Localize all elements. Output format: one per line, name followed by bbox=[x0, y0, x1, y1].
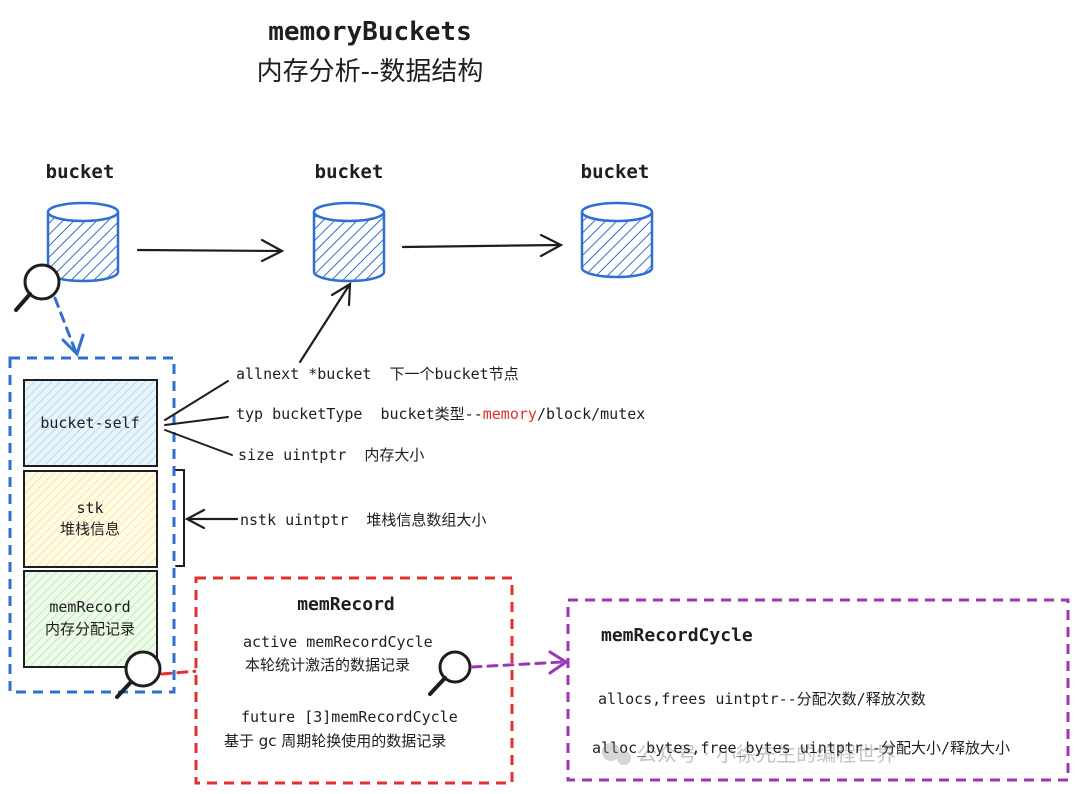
watermark: 公众号 · 小徐先生的编程世界 bbox=[602, 742, 896, 766]
next-arrow bbox=[401, 233, 564, 258]
stk-bracket bbox=[175, 469, 185, 567]
magnifier-icon bbox=[115, 650, 162, 699]
bucket-cylinder bbox=[580, 201, 654, 279]
diagram-subtitle: 内存分析--数据结构 bbox=[257, 57, 484, 87]
watermark-text: 公众号 · 小徐先生的编程世界 bbox=[637, 742, 896, 766]
typ-field-prefix: typ bucketType bucket类型-- bbox=[236, 405, 483, 423]
typ-field-highlight: memory bbox=[483, 405, 537, 423]
stk-section bbox=[23, 470, 158, 568]
next-arrow bbox=[136, 238, 285, 263]
bucket-cylinder bbox=[46, 201, 120, 283]
bucket-self-section bbox=[23, 379, 158, 467]
active-field-desc: 本轮统计激活的数据记录 bbox=[245, 656, 410, 674]
diagram-title: memoryBuckets bbox=[268, 17, 472, 47]
memrecordcycle-box bbox=[566, 598, 1070, 782]
memrecord-section bbox=[23, 570, 158, 668]
stk-sublabel: 堆栈信息 bbox=[60, 520, 120, 538]
memrecord-title: memRecord bbox=[297, 594, 395, 615]
magnifier-icon bbox=[14, 263, 61, 312]
wechat-icon bbox=[602, 743, 620, 761]
nstk-field: nstk uintptr 堆栈信息数组大小 bbox=[240, 511, 486, 529]
size-field: size uintptr 内存大小 bbox=[238, 446, 424, 464]
magnifier-icon bbox=[428, 650, 472, 696]
future-field: future [3]memRecordCycle bbox=[241, 708, 458, 726]
typ-field-suffix: /block/mutex bbox=[537, 405, 645, 423]
active-field: active memRecordCycle bbox=[243, 633, 433, 651]
field-pointer-lines bbox=[164, 380, 233, 456]
stk-label: stk bbox=[76, 499, 103, 517]
memrecord-label: memRecord bbox=[49, 598, 130, 616]
bucket-self-label: bucket-self bbox=[40, 414, 139, 432]
bucket-label: bucket bbox=[46, 161, 115, 183]
allocs-frees-field: allocs,frees uintptr--分配次数/释放次数 bbox=[598, 690, 926, 708]
allnext-arrow bbox=[298, 281, 352, 364]
bucket-label: bucket bbox=[581, 161, 650, 183]
zoom-arrow-purple bbox=[470, 650, 569, 675]
zoom-arrow-blue bbox=[53, 296, 85, 357]
memrecordcycle-title: memRecordCycle bbox=[601, 625, 753, 646]
typ-field: typ bucketType bucket类型--memory/block/mu… bbox=[236, 405, 645, 423]
alloc-bytes-field: alloc_bytes,free_bytes uintptr--分配大小/释放大… bbox=[592, 739, 1010, 757]
memrecord-sublabel: 内存分配记录 bbox=[45, 620, 135, 638]
bucket-detail-container bbox=[8, 356, 176, 694]
bucket-label: bucket bbox=[315, 161, 384, 183]
future-field-desc: 基于 gc 周期轮换使用的数据记录 bbox=[224, 732, 446, 750]
nstk-arrow bbox=[184, 508, 239, 530]
bucket-cylinder bbox=[312, 201, 386, 283]
allnext-field: allnext *bucket 下一个bucket节点 bbox=[236, 365, 519, 383]
